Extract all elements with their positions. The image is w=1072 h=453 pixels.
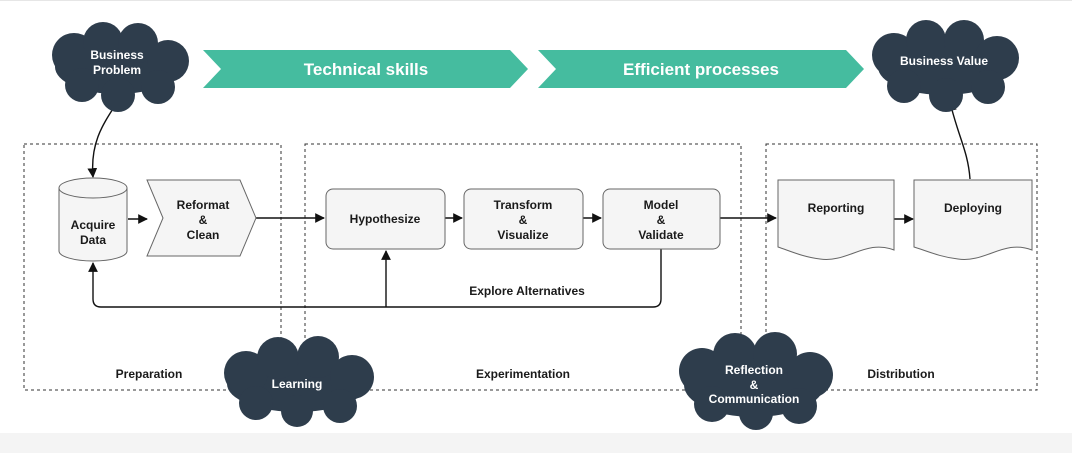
group-preparation-label: Preparation [116, 367, 183, 381]
reformat-label-1: Reformat [177, 198, 230, 212]
banner-efficient-processes: Efficient processes [538, 50, 864, 88]
reformat-label-3: Clean [187, 228, 220, 242]
explore-alternatives-label: Explore Alternatives [469, 284, 585, 298]
banner-technical-skills: Technical skills [203, 50, 528, 88]
model-label-2: & [657, 213, 666, 227]
transform-label-3: Visualize [497, 228, 548, 242]
cloud-reflection-communication: Reflection & Communication [679, 332, 833, 430]
footer-bar [0, 433, 1072, 453]
group-distribution-label: Distribution [867, 367, 934, 381]
reformat-label-2: & [199, 213, 208, 227]
cloud-business-value: Business Value [872, 20, 1019, 112]
cloud-learning-label: Learning [272, 377, 323, 391]
cloud-reflection-label-2: & [750, 378, 759, 392]
cloud-business-value-label: Business Value [900, 54, 988, 68]
hypothesize-label: Hypothesize [350, 212, 421, 226]
transform-label-2: & [519, 213, 528, 227]
acquire-label-2: Data [80, 233, 106, 247]
connector-deploying-to-value [947, 101, 971, 180]
node-reformat-clean: Reformat & Clean [146, 179, 257, 257]
model-label-1: Model [644, 198, 679, 212]
connector-model-to-acquire [88, 249, 662, 308]
cloud-reflection-label-1: Reflection [725, 363, 783, 377]
process-diagram: Technical skills Efficient processes Pre… [23, 20, 1038, 430]
transform-label-1: Transform [494, 198, 553, 212]
group-experimentation-label: Experimentation [476, 367, 570, 381]
diagram-canvas: Technical skills Efficient processes Pre… [0, 0, 1072, 434]
node-model-validate: Model & Validate [602, 188, 721, 250]
acquire-label-1: Acquire [71, 218, 116, 232]
cloud-business-problem-label-2: Problem [93, 63, 141, 77]
node-reporting: Reporting [777, 179, 895, 260]
reporting-label: Reporting [808, 201, 865, 215]
cloud-reflection-label-3: Communication [709, 392, 800, 406]
cloud-learning: Learning [224, 336, 374, 427]
node-hypothesize: Hypothesize [325, 188, 446, 250]
banner-efficient-label: Efficient processes [623, 60, 779, 79]
connector-problem-to-acquire [87, 100, 119, 178]
node-transform-visualize: Transform & Visualize [463, 188, 584, 250]
node-deploying: Deploying [913, 179, 1033, 260]
cloud-business-problem: Business Problem [52, 22, 189, 112]
cloud-business-problem-label-1: Business [90, 48, 144, 62]
node-acquire-data: Acquire Data [58, 177, 128, 262]
banner-technical-label: Technical skills [304, 60, 428, 79]
deploying-label: Deploying [944, 201, 1002, 215]
group-preparation [23, 143, 282, 391]
model-label-3: Validate [638, 228, 684, 242]
group-experimentation [304, 143, 742, 391]
